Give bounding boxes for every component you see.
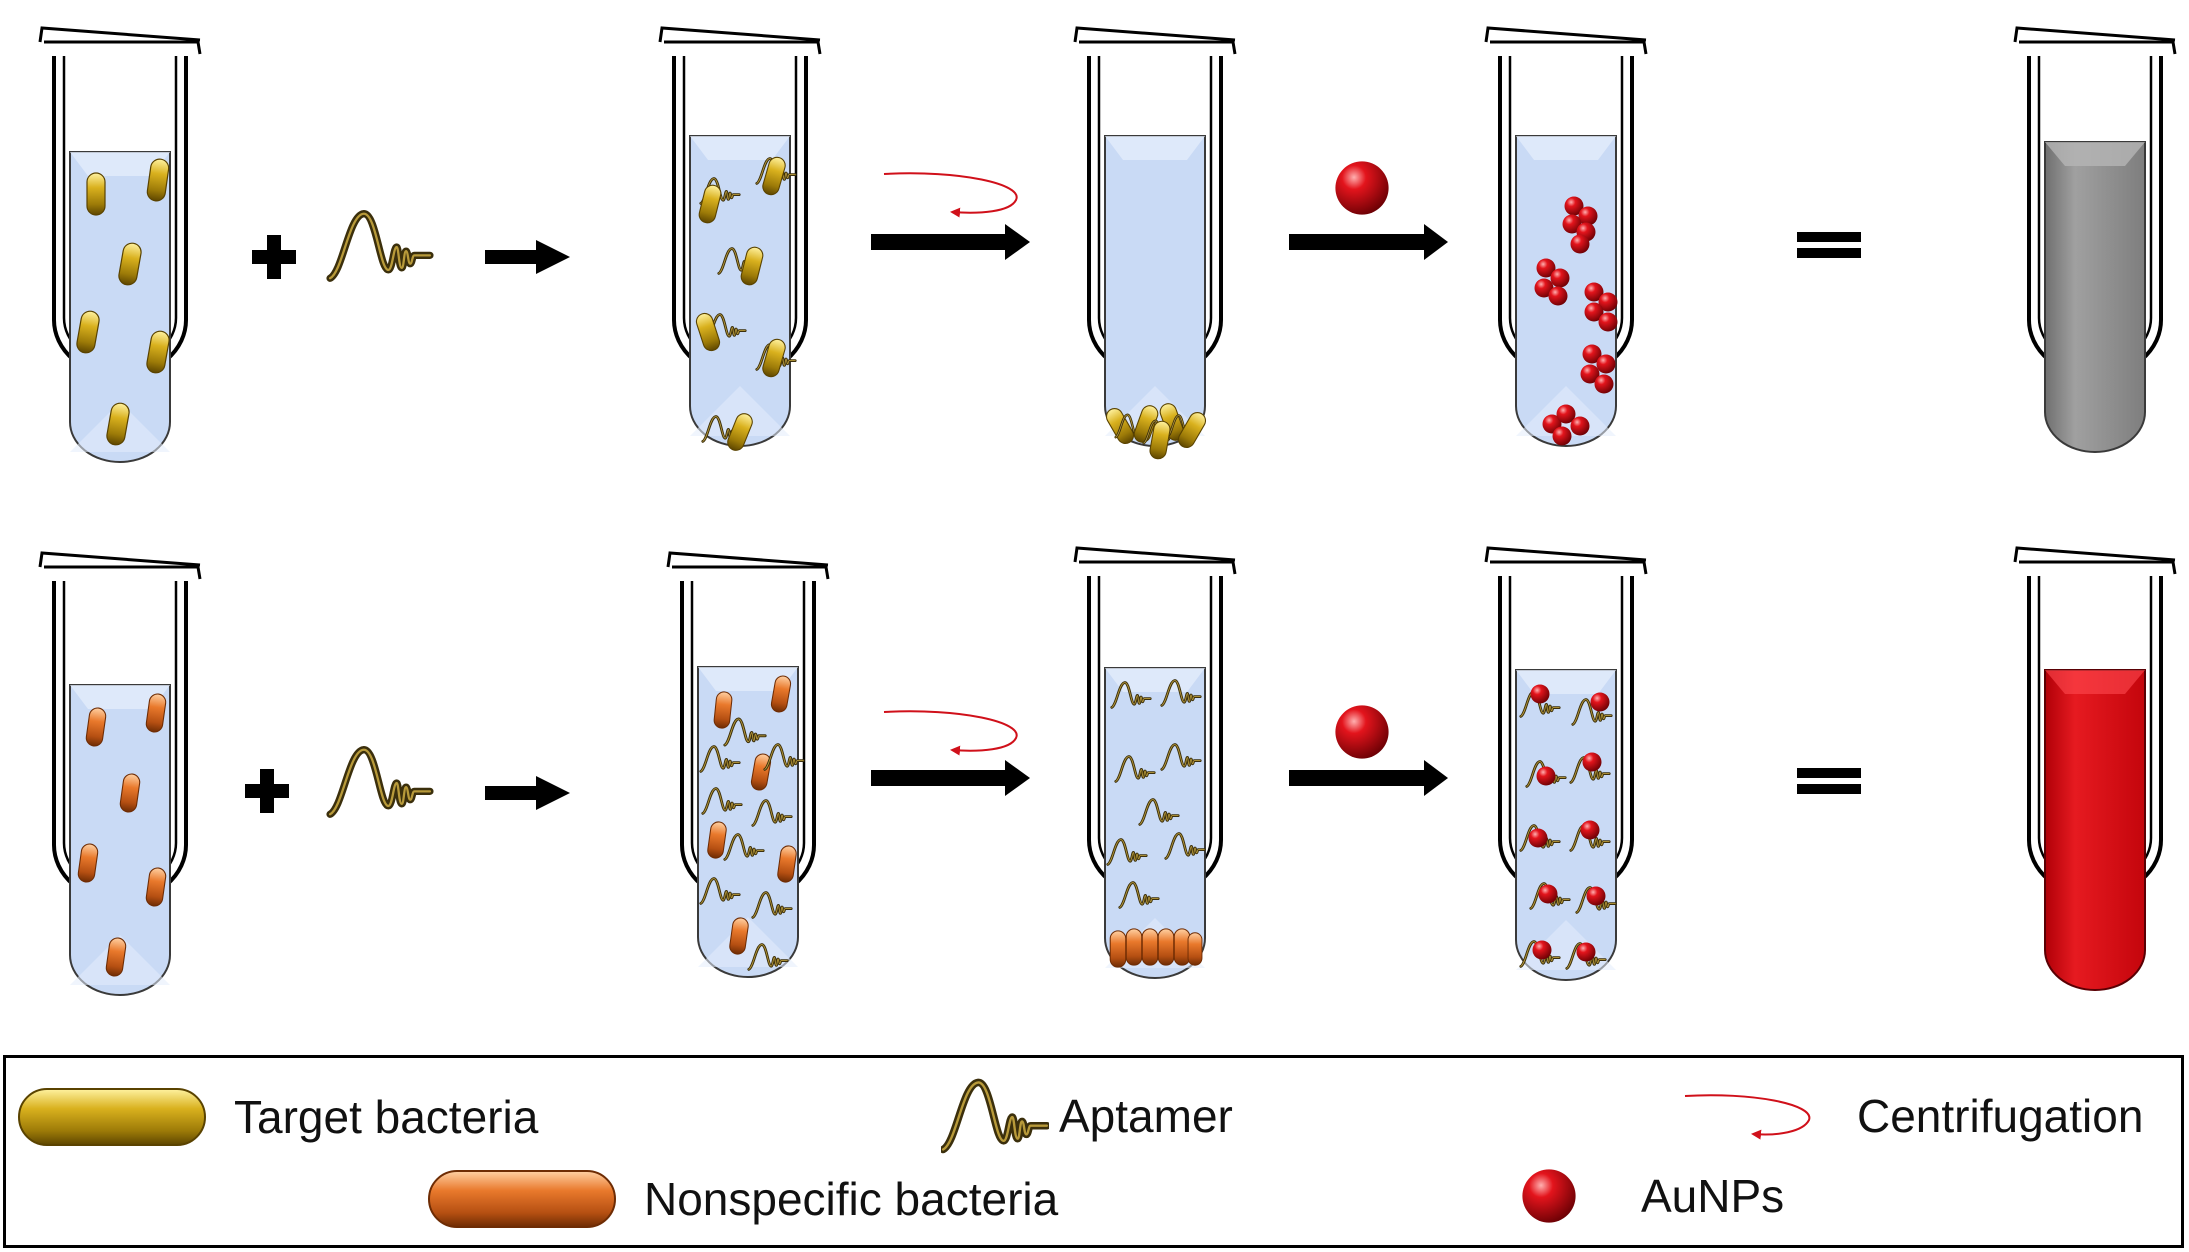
row-nonspecific xyxy=(38,546,2177,996)
tube-4-aggregated-aunps xyxy=(1484,26,1648,447)
arrow-right-icon xyxy=(871,760,1030,796)
pellet xyxy=(1109,928,1203,968)
tube-4-dispersed-aunps xyxy=(1484,546,1648,981)
legend-item-aunps: AuNPs xyxy=(1521,1168,1784,1224)
legend-item-aptamer: Aptamer xyxy=(941,1076,1233,1156)
arrow-right-icon xyxy=(1289,760,1448,796)
legend-label-centrifugation: Centrifugation xyxy=(1857,1090,2144,1142)
target-bacteria-icon xyxy=(18,1088,206,1146)
arrow-right-icon xyxy=(1289,224,1448,260)
tube-5-result-red xyxy=(2013,546,2177,991)
legend: Target bacteria Nonspecific bacteria Apt… xyxy=(3,1055,2184,1248)
curved-arrow-icon xyxy=(883,710,1018,756)
aptamer-wave-icon xyxy=(330,750,430,815)
tube-1-target xyxy=(38,26,202,463)
equals-icon xyxy=(1797,768,1861,794)
red-sphere-icon xyxy=(1335,705,1389,759)
arrow-right-icon xyxy=(485,240,570,274)
aptamer-wave-icon xyxy=(941,1076,1049,1156)
legend-item-nonspecific-bacteria: Nonspecific bacteria xyxy=(426,1168,1058,1230)
tube-3-nonspecific-pellet xyxy=(1073,546,1237,979)
legend-label-target-bacteria: Target bacteria xyxy=(234,1091,539,1143)
legend-label-nonspecific-bacteria: Nonspecific bacteria xyxy=(644,1173,1059,1225)
schematic-diagram xyxy=(38,26,2177,996)
row-target xyxy=(38,26,2177,463)
legend-item-target-bacteria: Target bacteria xyxy=(16,1086,538,1148)
tube-3-target-pellet xyxy=(1073,26,1237,461)
legend-item-centrifugation: Centrifugation xyxy=(1681,1086,2143,1146)
tube-1-nonspecific xyxy=(38,551,202,996)
red-sphere-icon xyxy=(1335,161,1389,215)
arrow-right-icon xyxy=(485,776,570,810)
tube-5-result-gray xyxy=(2013,26,2177,453)
legend-label-aptamer: Aptamer xyxy=(1059,1090,1233,1142)
legend-label-aunps: AuNPs xyxy=(1641,1170,1785,1222)
equals-icon xyxy=(1797,232,1861,258)
tube-2-target-bound xyxy=(658,26,822,454)
curved-arrow-icon xyxy=(883,172,1018,218)
nonspecific-bacteria-icon xyxy=(428,1170,616,1228)
red-sphere-icon xyxy=(1522,1169,1576,1223)
arrow-right-icon xyxy=(871,224,1030,260)
plus-icon xyxy=(245,769,289,813)
curved-arrow-icon xyxy=(1684,1094,1811,1140)
tube-2-nonspecific-mixed xyxy=(666,551,830,978)
plus-icon xyxy=(252,235,296,279)
aptamer-wave-icon xyxy=(330,214,430,279)
